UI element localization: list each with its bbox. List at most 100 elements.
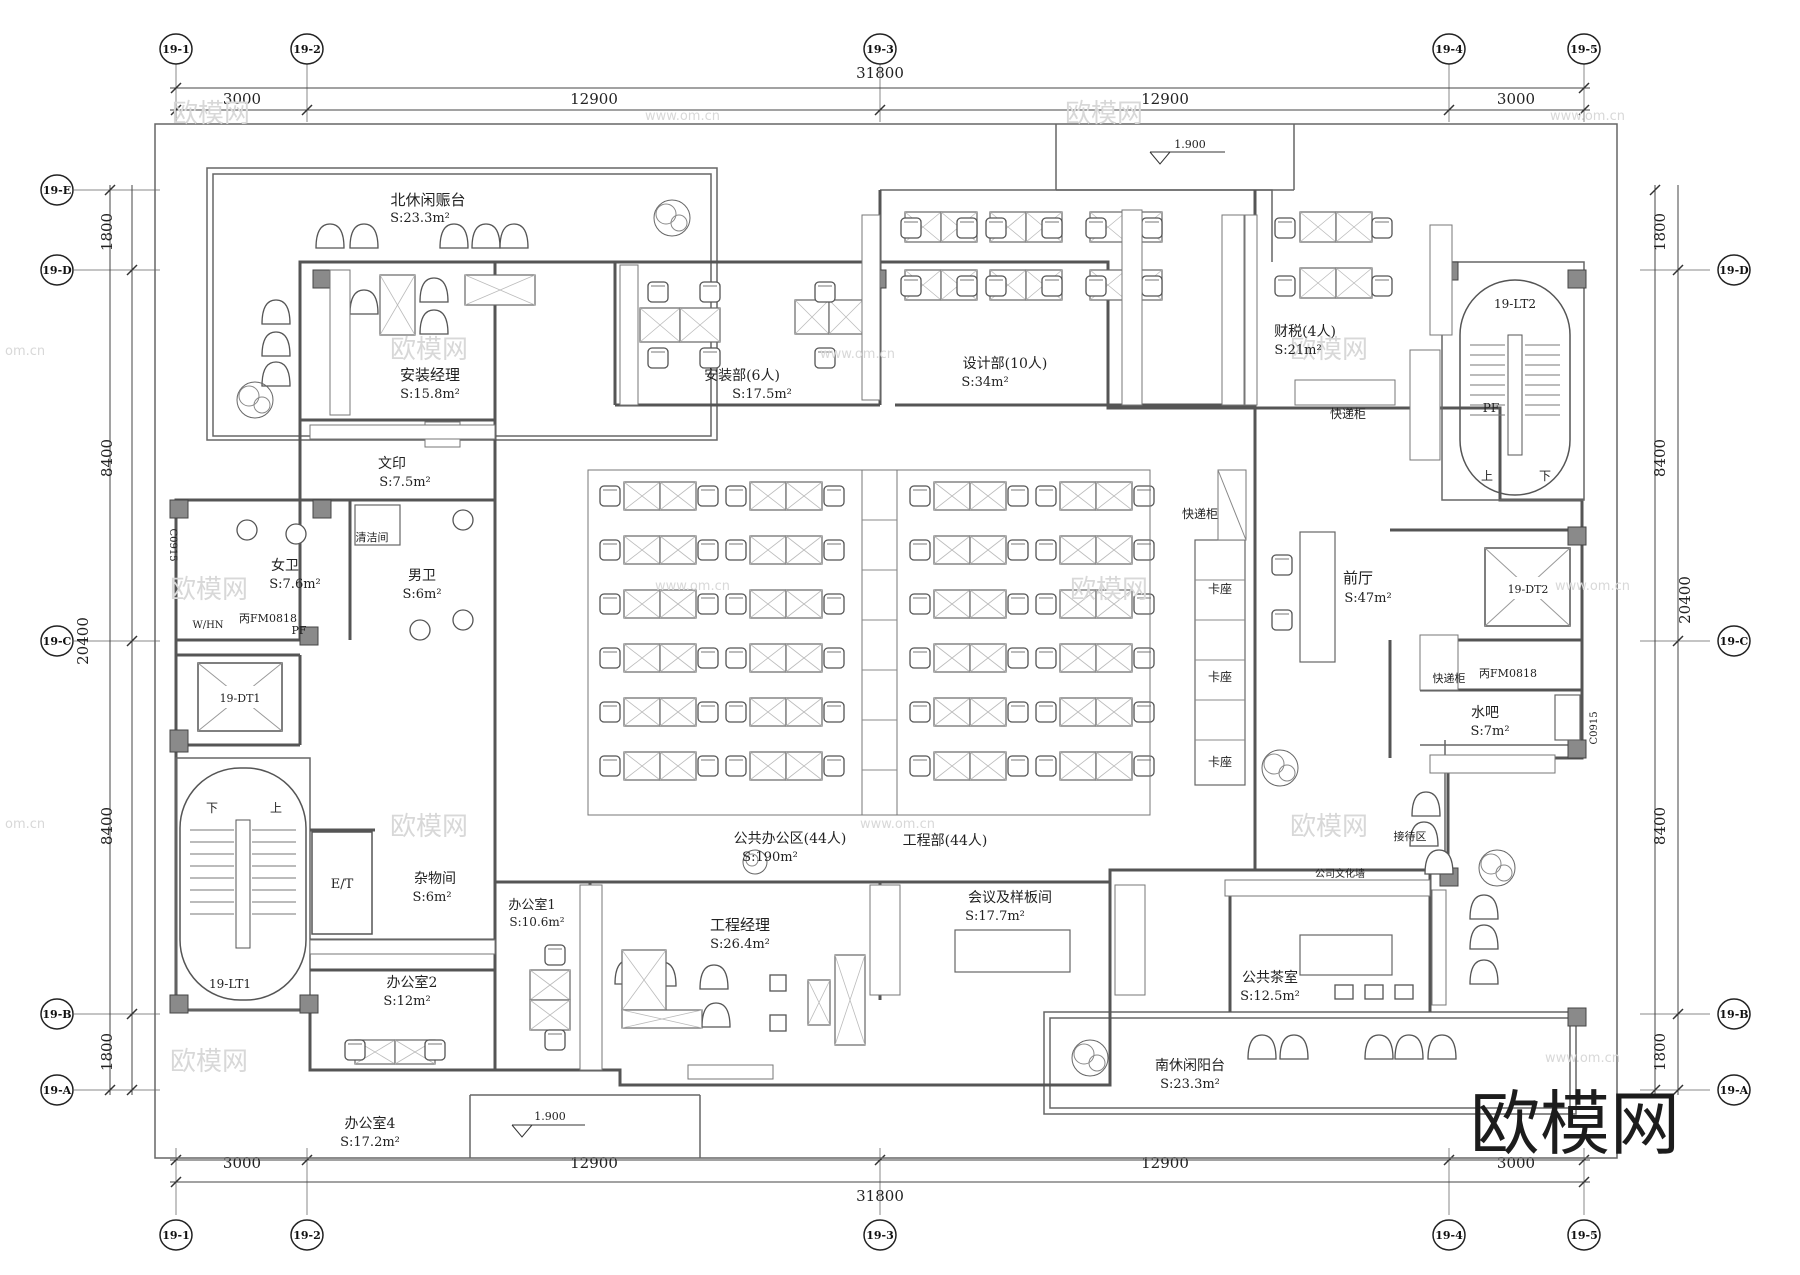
lounge-chair — [1469, 924, 1499, 950]
desk-mark — [1059, 481, 1097, 511]
desk-mark — [749, 535, 787, 565]
axis-bubble-bottom-1: 19-1 — [159, 1219, 193, 1251]
desk-mark — [933, 643, 971, 673]
watermark-text: 欧模网 — [172, 99, 250, 129]
plant-icon — [1261, 749, 1299, 787]
men-wc-area: S:6m² — [402, 587, 441, 602]
axis-bubble-right-B: 19-B — [1717, 998, 1751, 1030]
desk-mark — [623, 643, 661, 673]
chair — [1007, 647, 1029, 669]
chair — [544, 944, 566, 966]
axis-label: 19-E — [43, 184, 71, 197]
storage-area: S:6m² — [412, 890, 451, 905]
plant-icon — [742, 849, 768, 875]
desk-mark — [807, 979, 831, 1026]
chair — [1371, 217, 1393, 239]
axis-bubble-right-A: 19-A — [1717, 1074, 1751, 1106]
stool — [1334, 984, 1354, 1000]
watermark-url: www.om.cn — [1545, 1051, 1620, 1066]
desk-mark — [749, 643, 787, 673]
chair — [1133, 647, 1155, 669]
desk-mark — [621, 949, 667, 1011]
print-room-area: S:7.5m² — [379, 475, 431, 490]
chair — [599, 755, 621, 777]
dim-left-4: 1800 — [98, 1033, 116, 1071]
chair — [1133, 539, 1155, 561]
watermark-url: om.cn — [5, 344, 45, 359]
desk-mark — [749, 751, 787, 781]
desk-mark — [1095, 643, 1133, 673]
desk-mark — [1059, 535, 1097, 565]
desk-mark — [679, 307, 721, 343]
chair — [1271, 554, 1293, 576]
axis-label: 19-D — [42, 264, 72, 277]
install-manager-name: 安装经理 — [400, 366, 460, 384]
axis-bubble-top-4: 19-4 — [1432, 33, 1466, 65]
dim-bottom-1: 3000 — [223, 1154, 261, 1172]
booth-label: 卡座 — [1208, 669, 1232, 684]
et-label: E/T — [331, 877, 354, 892]
axis-label: 19-2 — [293, 1229, 321, 1242]
chair — [1035, 593, 1057, 615]
print-room-name: 文印 — [378, 456, 406, 472]
chair — [1271, 609, 1293, 631]
chair — [823, 539, 845, 561]
chair — [823, 593, 845, 615]
chair — [985, 217, 1007, 239]
axis-bubbles: 19-1 19-2 19-3 19-4 19-5 19-1 19-2 19-3 … — [40, 33, 1751, 1251]
axis-bubble-bottom-5: 19-5 — [1567, 1219, 1601, 1251]
chair — [1035, 539, 1057, 561]
lounge-chair — [1279, 1034, 1309, 1060]
chair — [697, 539, 719, 561]
office1-name: 办公室1 — [508, 897, 555, 913]
chair — [1274, 217, 1296, 239]
dim-top-3: 12900 — [1141, 90, 1189, 108]
level-mark-value: 1.900 — [534, 1110, 566, 1123]
watermark-text: 欧模网 — [390, 335, 468, 365]
chair — [909, 647, 931, 669]
chair — [900, 275, 922, 297]
lounge-chair — [315, 223, 345, 249]
room-labels: 北休闲赈台 S:23.3m² 安装经理 S:15.8m² 安装部(6人) S:1… — [269, 191, 1509, 1150]
watermark-text: 欧模网 — [390, 812, 468, 842]
chair — [814, 347, 836, 369]
chair — [823, 485, 845, 507]
watermark-url: www.om.cn — [820, 347, 895, 362]
small-labels: 快递柜 快递柜 快递柜 卡座 卡座 卡座 接待区 公司文化墙 PF PF W/H… — [167, 401, 1600, 880]
water-bar-name: 水吧 — [1471, 705, 1499, 721]
express-cabinet-label: 快递柜 — [1330, 407, 1366, 421]
stair-lt1: 19-LT1 下 上 — [179, 767, 307, 1001]
dim-bottom-3: 12900 — [1141, 1154, 1189, 1172]
lounge-chair — [419, 309, 449, 335]
desk-mark — [623, 697, 661, 727]
dim-left-2: 8400 — [98, 439, 116, 477]
design-dept-area: S:34m² — [961, 375, 1008, 390]
eng-manager-name: 工程经理 — [710, 916, 770, 934]
axis-bubble-bottom-4: 19-4 — [1432, 1219, 1466, 1251]
office4-area: S:17.2m² — [340, 1135, 400, 1150]
tea-room-area: S:12.5m² — [1240, 989, 1300, 1004]
install-manager-area: S:15.8m² — [400, 387, 460, 402]
desk-mark — [659, 535, 697, 565]
desk-mark — [623, 535, 661, 565]
watermark-url: www.om.cn — [1550, 109, 1625, 124]
desk-mark — [969, 697, 1007, 727]
axis-bubble-left-A: 19-A — [40, 1074, 74, 1106]
axis-label: 19-4 — [1435, 43, 1463, 56]
desk-mark — [1335, 211, 1373, 243]
axis-bubble-bottom-3: 19-3 — [863, 1219, 897, 1251]
watermark-text: 欧模网 — [1290, 812, 1368, 842]
express-cabinet-label: 快递柜 — [1182, 507, 1218, 521]
chair — [599, 701, 621, 723]
booth-label: 卡座 — [1208, 754, 1232, 769]
desk-mark — [659, 697, 697, 727]
finance-tax-name: 财税(4人) — [1274, 324, 1336, 340]
desk-mark — [1059, 697, 1097, 727]
lounge-chair — [419, 277, 449, 303]
south-terrace-name: 南休闲阳台 — [1155, 1058, 1225, 1074]
chair — [909, 755, 931, 777]
dim-top-1: 3000 — [223, 90, 261, 108]
desk-mark — [828, 299, 864, 335]
chair — [1085, 275, 1107, 297]
men-wc-name: 男卫 — [408, 568, 436, 584]
